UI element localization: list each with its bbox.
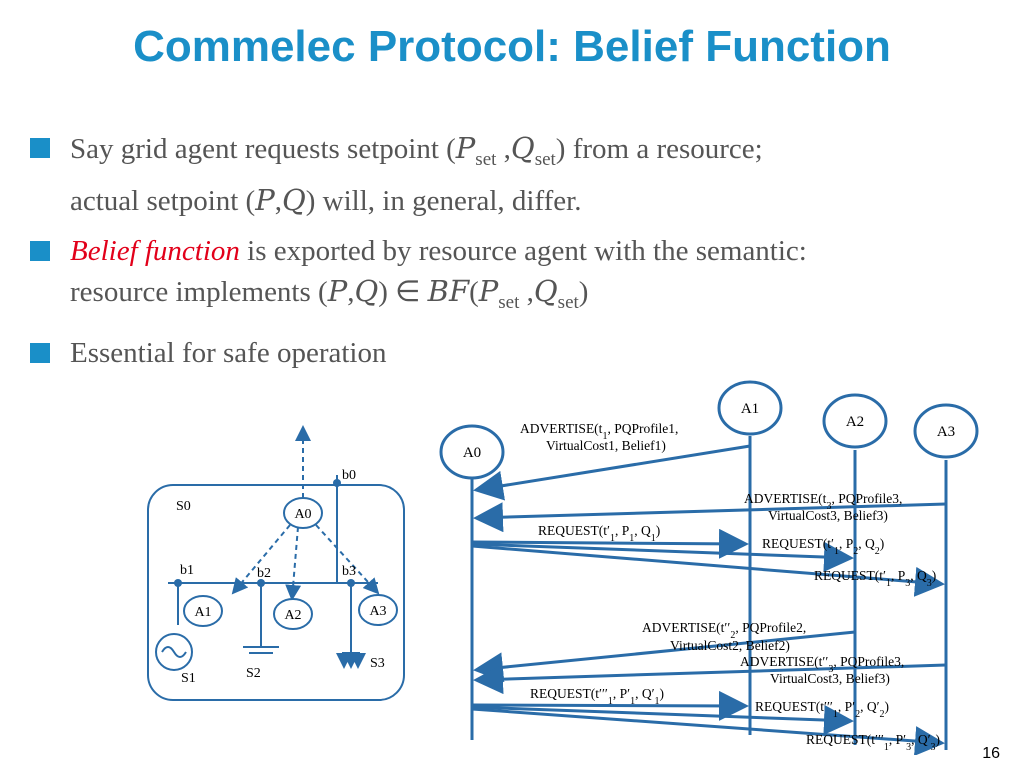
svg-text:VirtualCost2, Belief2): VirtualCost2, Belief2): [670, 638, 790, 653]
label-request-2: REQUEST(t′1, P2, Q2): [762, 536, 884, 557]
agent-a3-node: [358, 594, 398, 626]
b1-label: b1: [180, 563, 194, 578]
s2-label: S2: [246, 666, 261, 681]
msg-request-a3: [471, 544, 945, 597]
b2-label: b2: [257, 566, 271, 581]
a2-label: A2: [284, 608, 301, 623]
label-request-3: REQUEST(t′1, P3, Q3): [814, 568, 936, 589]
belief-function-emphasis: Belief function: [70, 234, 240, 267]
msg-advertise-a1: [473, 444, 751, 501]
bullet-square-icon: [30, 240, 50, 261]
svg-text:A3: A3: [937, 424, 955, 440]
msg-advertise2-a3: [473, 663, 947, 695]
msg-advertise2-a2: [473, 630, 856, 683]
label-advertise-1: ADVERTISE(t1, PQProfile1,: [520, 421, 678, 442]
msg-request-a2: [471, 542, 854, 572]
svg-text:VirtualCost3, Belief3): VirtualCost3, Belief3): [768, 508, 888, 523]
msg-request-a1: [471, 528, 749, 559]
msg-advertise-a3: [473, 502, 947, 533]
page-number: 16: [982, 745, 1000, 762]
label-request2-3: REQUEST(t′′′1, P′3, Q′3): [806, 732, 940, 753]
msg-request2-a1: [471, 690, 749, 721]
seq-agent-a3: [913, 403, 979, 459]
sequence-diagram: A0 A1 A2 A3 ADVERTISE(t1, PQProfile1, Vi…: [439, 380, 979, 755]
seq-agent-a0: [439, 424, 505, 480]
a0-label: A0: [294, 507, 311, 522]
label-advertise2-2: ADVERTISE(t′′2, PQProfile2,: [642, 620, 806, 641]
agent-a1-node: [183, 595, 223, 627]
grid-diagram: S0 A0 b0 b1 b2 b3 A1 A2 A3 S1 S2 S3: [147, 425, 405, 701]
bullet-list: Say grid agent requests setpoint (Pset ,…: [30, 128, 1010, 383]
bullet-square-icon: [30, 342, 50, 363]
svg-text:VirtualCost3, Belief3): VirtualCost3, Belief3): [770, 671, 890, 686]
svg-text:VirtualCost1, Belief1): VirtualCost1, Belief1): [546, 438, 666, 453]
agent-a2-node: [273, 598, 313, 630]
s0-label: S0: [176, 499, 191, 514]
seq-agent-a1: [717, 380, 783, 436]
bullet-2: Belief function is exported by resource …: [30, 231, 1010, 323]
svg-text:A1: A1: [741, 401, 759, 417]
s3-label: S3: [370, 656, 385, 671]
label-advertise2-3: ADVERTISE(t′′3, PQProfile3,: [740, 654, 904, 675]
system-boundary: [147, 484, 405, 701]
svg-text:A0: A0: [463, 445, 481, 461]
label-request2-1: REQUEST(t′′′1, P′1, Q′1): [530, 686, 664, 707]
s1-label: S1: [181, 671, 196, 686]
a3-label: A3: [369, 604, 386, 619]
slide-title: Commelec Protocol: Belief Function: [133, 22, 891, 71]
label-request2-2: REQUEST(t′′′1, P′2, Q′2): [755, 699, 889, 720]
bullet-3: Essential for safe operation: [30, 333, 1010, 373]
agent-a0-node: [283, 497, 323, 529]
label-request-1: REQUEST(t′1, P1, Q1): [538, 523, 660, 544]
a1-label: A1: [194, 605, 211, 620]
msg-request2-a2: [471, 705, 854, 735]
b0-label: b0: [342, 468, 356, 483]
svg-text:A2: A2: [846, 414, 864, 430]
seq-agent-a2: [822, 393, 888, 449]
msg-request2-a3: [471, 707, 945, 755]
bullet-square-icon: [30, 138, 50, 158]
generator-icon: [155, 633, 193, 671]
label-advertise-3: ADVERTISE(t3, PQProfile3,: [744, 491, 902, 512]
b3-label: b3: [342, 564, 356, 579]
bullet-1: Say grid agent requests setpoint (Pset ,…: [30, 128, 1010, 221]
